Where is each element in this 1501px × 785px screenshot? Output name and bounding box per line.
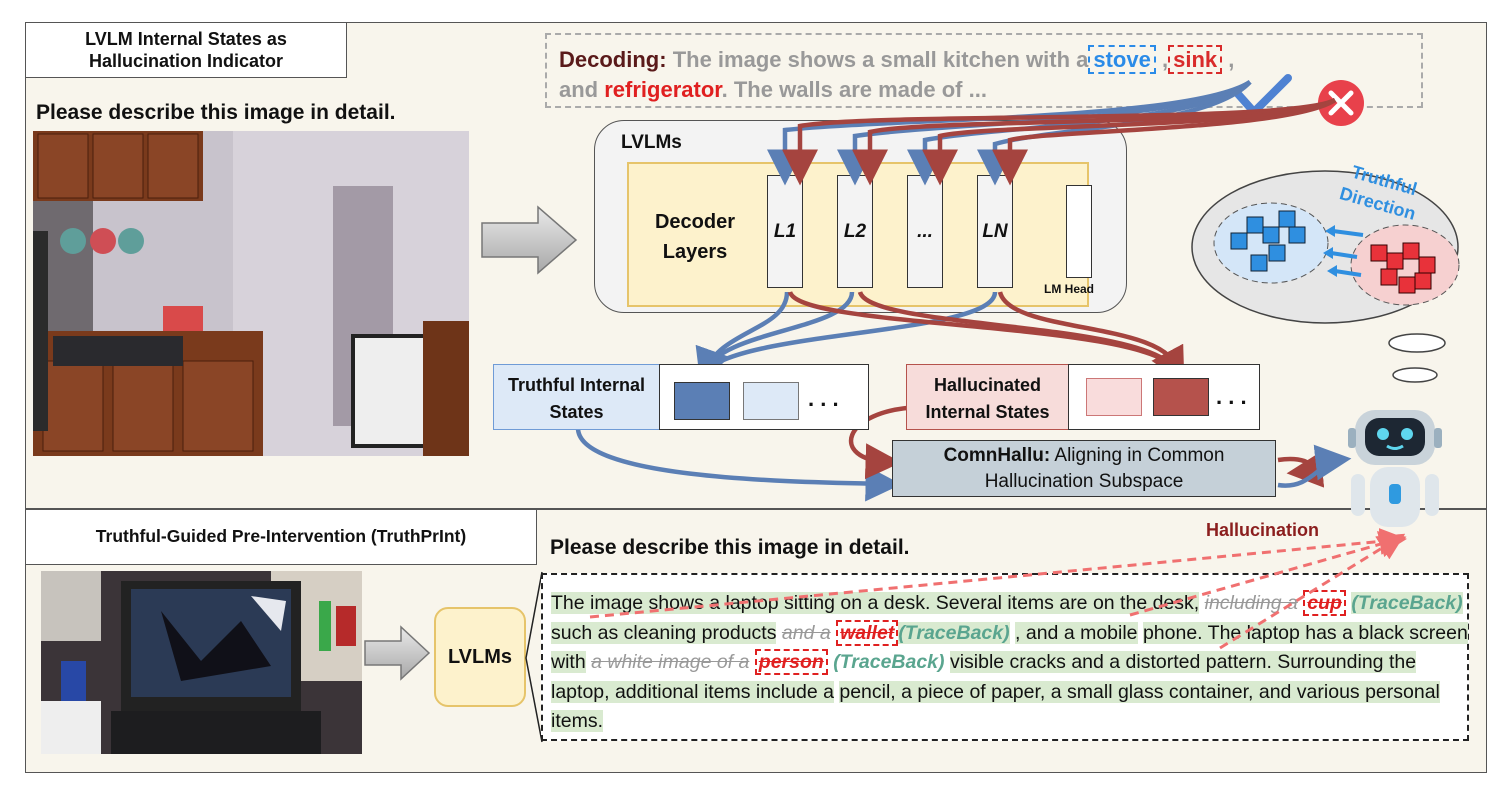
decoding-word-refrigerator: refrigerator xyxy=(604,77,722,102)
decoding-word-stove: stove xyxy=(1088,45,1156,74)
answer-strike: including a xyxy=(1204,592,1298,614)
top-panel-title: LVLM Internal States as Hallucination In… xyxy=(25,22,347,78)
arrow-right-icon xyxy=(364,625,431,681)
state-arrow-red xyxy=(857,290,1180,374)
truthful-to-comnhallu-arrow xyxy=(575,427,902,502)
bottom-prompt: Please describe this image in detail. xyxy=(550,536,910,559)
lvlms-small-block: LVLMs xyxy=(434,607,526,707)
decoding-comma: , xyxy=(1228,47,1235,72)
comnhallu-text: Aligning in Common Hallucination Subspac… xyxy=(984,445,1225,492)
answer-seg: , and a mobile xyxy=(1015,621,1138,644)
truthful-ellipsis: . . . xyxy=(808,386,839,411)
bottom-panel-title: Truthful-Guided Pre-Intervention (TruthP… xyxy=(25,509,537,565)
answer-text: The image shows a laptop sitting on a de… xyxy=(551,589,1471,737)
traceback-tag: (TraceBack) xyxy=(898,621,1010,644)
hallucinated-states-label: Hallucinated Internal States xyxy=(925,375,1050,422)
truthful-states-label-box xyxy=(493,364,660,430)
bracket-lines xyxy=(525,571,543,743)
comnhallu-label: ComnHallu: xyxy=(943,445,1051,466)
comnhallu-to-robot-arrow-red xyxy=(1277,451,1325,488)
decoding-comma: , xyxy=(1161,47,1169,72)
comnhallu-box: ComnHallu: Aligning in Common Hallucinat… xyxy=(892,440,1276,497)
state-arrow-blue xyxy=(703,291,998,374)
decoding-text-3: . The walls are made of ... xyxy=(721,77,987,102)
hallucinated-states-label-box xyxy=(906,364,1069,430)
error-icon xyxy=(1318,80,1364,126)
decoding-box: Decoding: The image shows a small kitche… xyxy=(545,33,1423,108)
decoding-word-sink: sink xyxy=(1168,45,1223,74)
lm-head-label: LM Head xyxy=(1044,282,1095,296)
decoding-text-1: The image shows a small kitchen with a xyxy=(672,47,1089,72)
hallucinated-word: person xyxy=(754,649,828,675)
traceback-tag: (TraceBack) xyxy=(1351,592,1463,614)
answer-strike: a white image of a xyxy=(591,651,750,673)
answer-seg: The image shows a laptop sitting on a de… xyxy=(551,592,1200,614)
hallucinated-word: cup xyxy=(1303,590,1346,616)
state-arrow-red xyxy=(997,291,1181,373)
hallucinated-vector-1 xyxy=(1086,378,1142,416)
decoder-layers-label: Decoder Layers xyxy=(654,211,736,263)
layer-ln: LN xyxy=(977,175,1013,288)
robot-icon xyxy=(1348,410,1442,527)
truthful-direction-bubble xyxy=(1191,170,1460,383)
answer-strike: and a xyxy=(781,621,831,644)
truthful-vector-2 xyxy=(743,382,799,420)
decode-arrow-blue xyxy=(837,80,1252,186)
comnhallu-to-robot-arrow-blue xyxy=(1277,444,1352,488)
truthful-states-label: Truthful Internal States xyxy=(508,375,645,422)
lm-head-block xyxy=(1066,185,1092,278)
hallucinated-to-comnhallu-arrow xyxy=(848,404,921,480)
arrow-right-icon xyxy=(481,205,578,275)
decoding-label: Decoding: xyxy=(559,47,667,72)
layer-l1: L1 xyxy=(767,175,803,288)
decoding-text-2: and xyxy=(559,77,599,102)
kitchen-photo xyxy=(33,131,469,456)
hallucinated-vector-2 xyxy=(1153,378,1209,416)
top-prompt: Please describe this image in detail. xyxy=(36,101,396,124)
hallucination-label: Hallucination xyxy=(1206,520,1320,540)
truthful-vector-1 xyxy=(674,382,730,420)
layer-l2: L2 xyxy=(837,175,873,288)
traceback-tag: (TraceBack) xyxy=(833,651,945,673)
state-arrow-blue xyxy=(702,291,855,373)
layer-ellipsis: ... xyxy=(907,175,943,288)
laptop-photo xyxy=(41,571,362,754)
hallucinated-word: wallet xyxy=(836,619,899,646)
hallucinated-ellipsis: . . . xyxy=(1216,384,1247,409)
lvlms-title: LVLMs xyxy=(621,132,682,153)
answer-seg: such as cleaning products xyxy=(551,621,777,644)
decode-arrow-red xyxy=(992,98,1337,186)
